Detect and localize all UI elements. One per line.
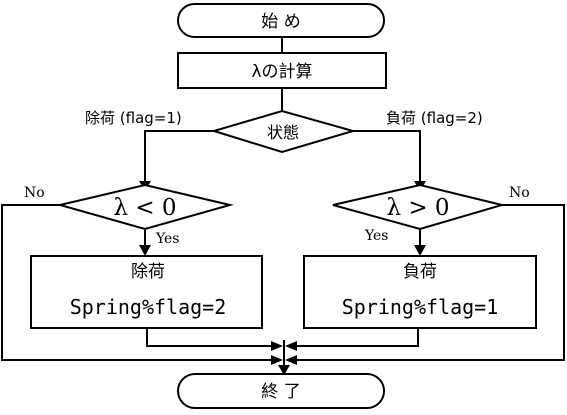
left-process-body: Spring%flag=2 [70,295,227,319]
right-process-shape [303,255,537,329]
arrowhead-merge-right-upper [285,341,297,351]
arrowhead-merge-right-lower [285,355,297,365]
branch-left-label: 除荷 (flag=1) [85,109,182,127]
end-terminator: 終 了 [177,373,385,409]
start-label: 始 め [261,12,300,32]
arrowhead-end [278,365,290,375]
left-process: 除荷 Spring%flag=2 [30,255,263,329]
arrowhead-right-proc [414,245,426,256]
connector-state-left [144,130,214,182]
right-condition-decision: λ > 0 [332,183,506,231]
compute-shape [177,52,387,89]
connectors [1,37,565,368]
right-yes-label: Yes [364,228,389,244]
end-label: 終 了 [261,382,300,402]
connector-proc-right-merge [296,328,419,347]
connector-proc-left-merge [146,328,272,347]
end-shape [177,373,385,409]
left-process-title: 除荷 [131,262,165,282]
state-label: 状態 [267,123,299,142]
left-condition-label: λ < 0 [113,195,176,221]
connector-right-no [296,204,565,361]
state-decision: 状態 [210,109,357,154]
left-condition-shape [56,183,234,231]
right-condition-label: λ > 0 [386,195,449,221]
right-process-title: 負荷 [403,262,437,282]
right-process-body: Spring%flag=1 [342,295,499,319]
arrowhead-merge-left-upper [271,341,283,351]
right-condition-shape [332,183,506,231]
compute-label: λの計算 [251,62,312,82]
right-no-label: No [509,185,530,201]
left-process-shape [30,255,263,329]
arrowhead-merge-left-lower [271,355,283,365]
connector-state-right [353,130,421,182]
start-terminator: 始 め [177,3,385,38]
branch-right-label: 負荷 (flag=2) [386,109,483,127]
left-condition-decision: λ < 0 [56,183,234,231]
start-shape [177,3,385,38]
state-shape [210,109,357,154]
connector-left-no [1,204,272,361]
left-yes-label: Yes [155,231,180,247]
arrowhead-left-proc [139,245,151,256]
left-no-label: No [24,185,45,201]
right-process: 負荷 Spring%flag=1 [303,255,537,329]
compute-process: λの計算 [177,52,387,89]
